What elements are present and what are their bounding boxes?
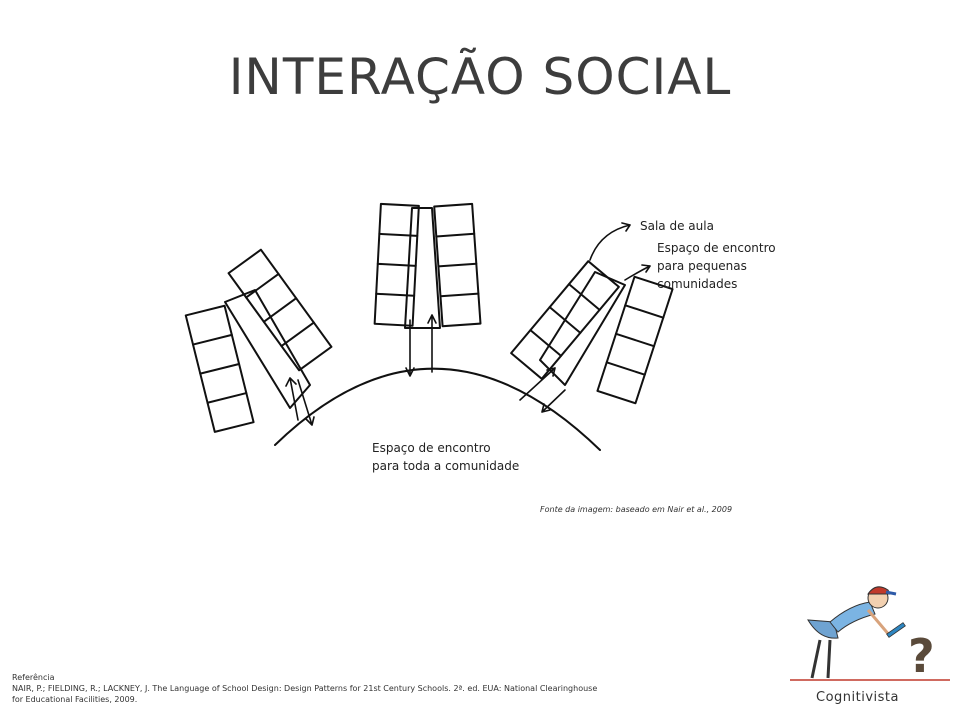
arrow-center-up [427,314,437,373]
arrow-left-down [297,379,315,426]
community-space-curve [274,367,601,451]
label-small-space-2: para pequenas [657,259,747,273]
classroom-block-center-right [433,202,482,328]
classroom-block-right-outer [596,275,674,405]
reference-block: Referência NAIR, P.; FIELDING, R.; LACKN… [12,672,752,705]
image-source-caption: Fonte da imagem: baseado em Nair et al.,… [540,505,733,514]
cognitivista-logo: ? [790,580,950,710]
arrow-center-down [405,319,415,377]
small-meeting-space-center [404,207,441,329]
small-meeting-space-right [539,271,626,386]
reference-heading: Referência [12,673,55,682]
label-classroom: Sala de aula [640,219,714,233]
logo-text: Cognitivista [816,690,899,705]
slide-title: INTERAÇÃO SOCIAL [228,48,732,106]
arrow-to-classroom [589,222,631,261]
small-meeting-space-left [224,289,311,409]
label-whole-space-1: Espaço de encontro [372,441,491,455]
label-small-space-3: comunidades [657,277,737,291]
label-small-space-1: Espaço de encontro [657,241,776,255]
reference-line-1: NAIR, P.; FIELDING, R.; LACKNEY, J. The … [12,684,598,693]
school-layout-diagram: Sala de aula Espaço de encontro para peq… [170,180,790,510]
question-mark-icon: ? [908,629,935,683]
classroom-block-center-left [373,202,420,327]
arrow-right-down [541,389,566,413]
arrow-to-small-space [624,264,651,281]
arrow-left-up [285,377,299,421]
reference-line-2: for Educational Facilities, 2009. [12,695,138,704]
classroom-block-left-inner [227,248,333,372]
label-whole-space-2: para toda a comunidade [372,459,519,473]
classroom-block-left-outer [184,304,255,433]
school-layout-sketch: Sala de aula Espaço de encontro para peq… [184,202,776,473]
arrow-right-up [519,367,556,401]
cognitivista-mascot-illustration: ? [790,586,950,683]
